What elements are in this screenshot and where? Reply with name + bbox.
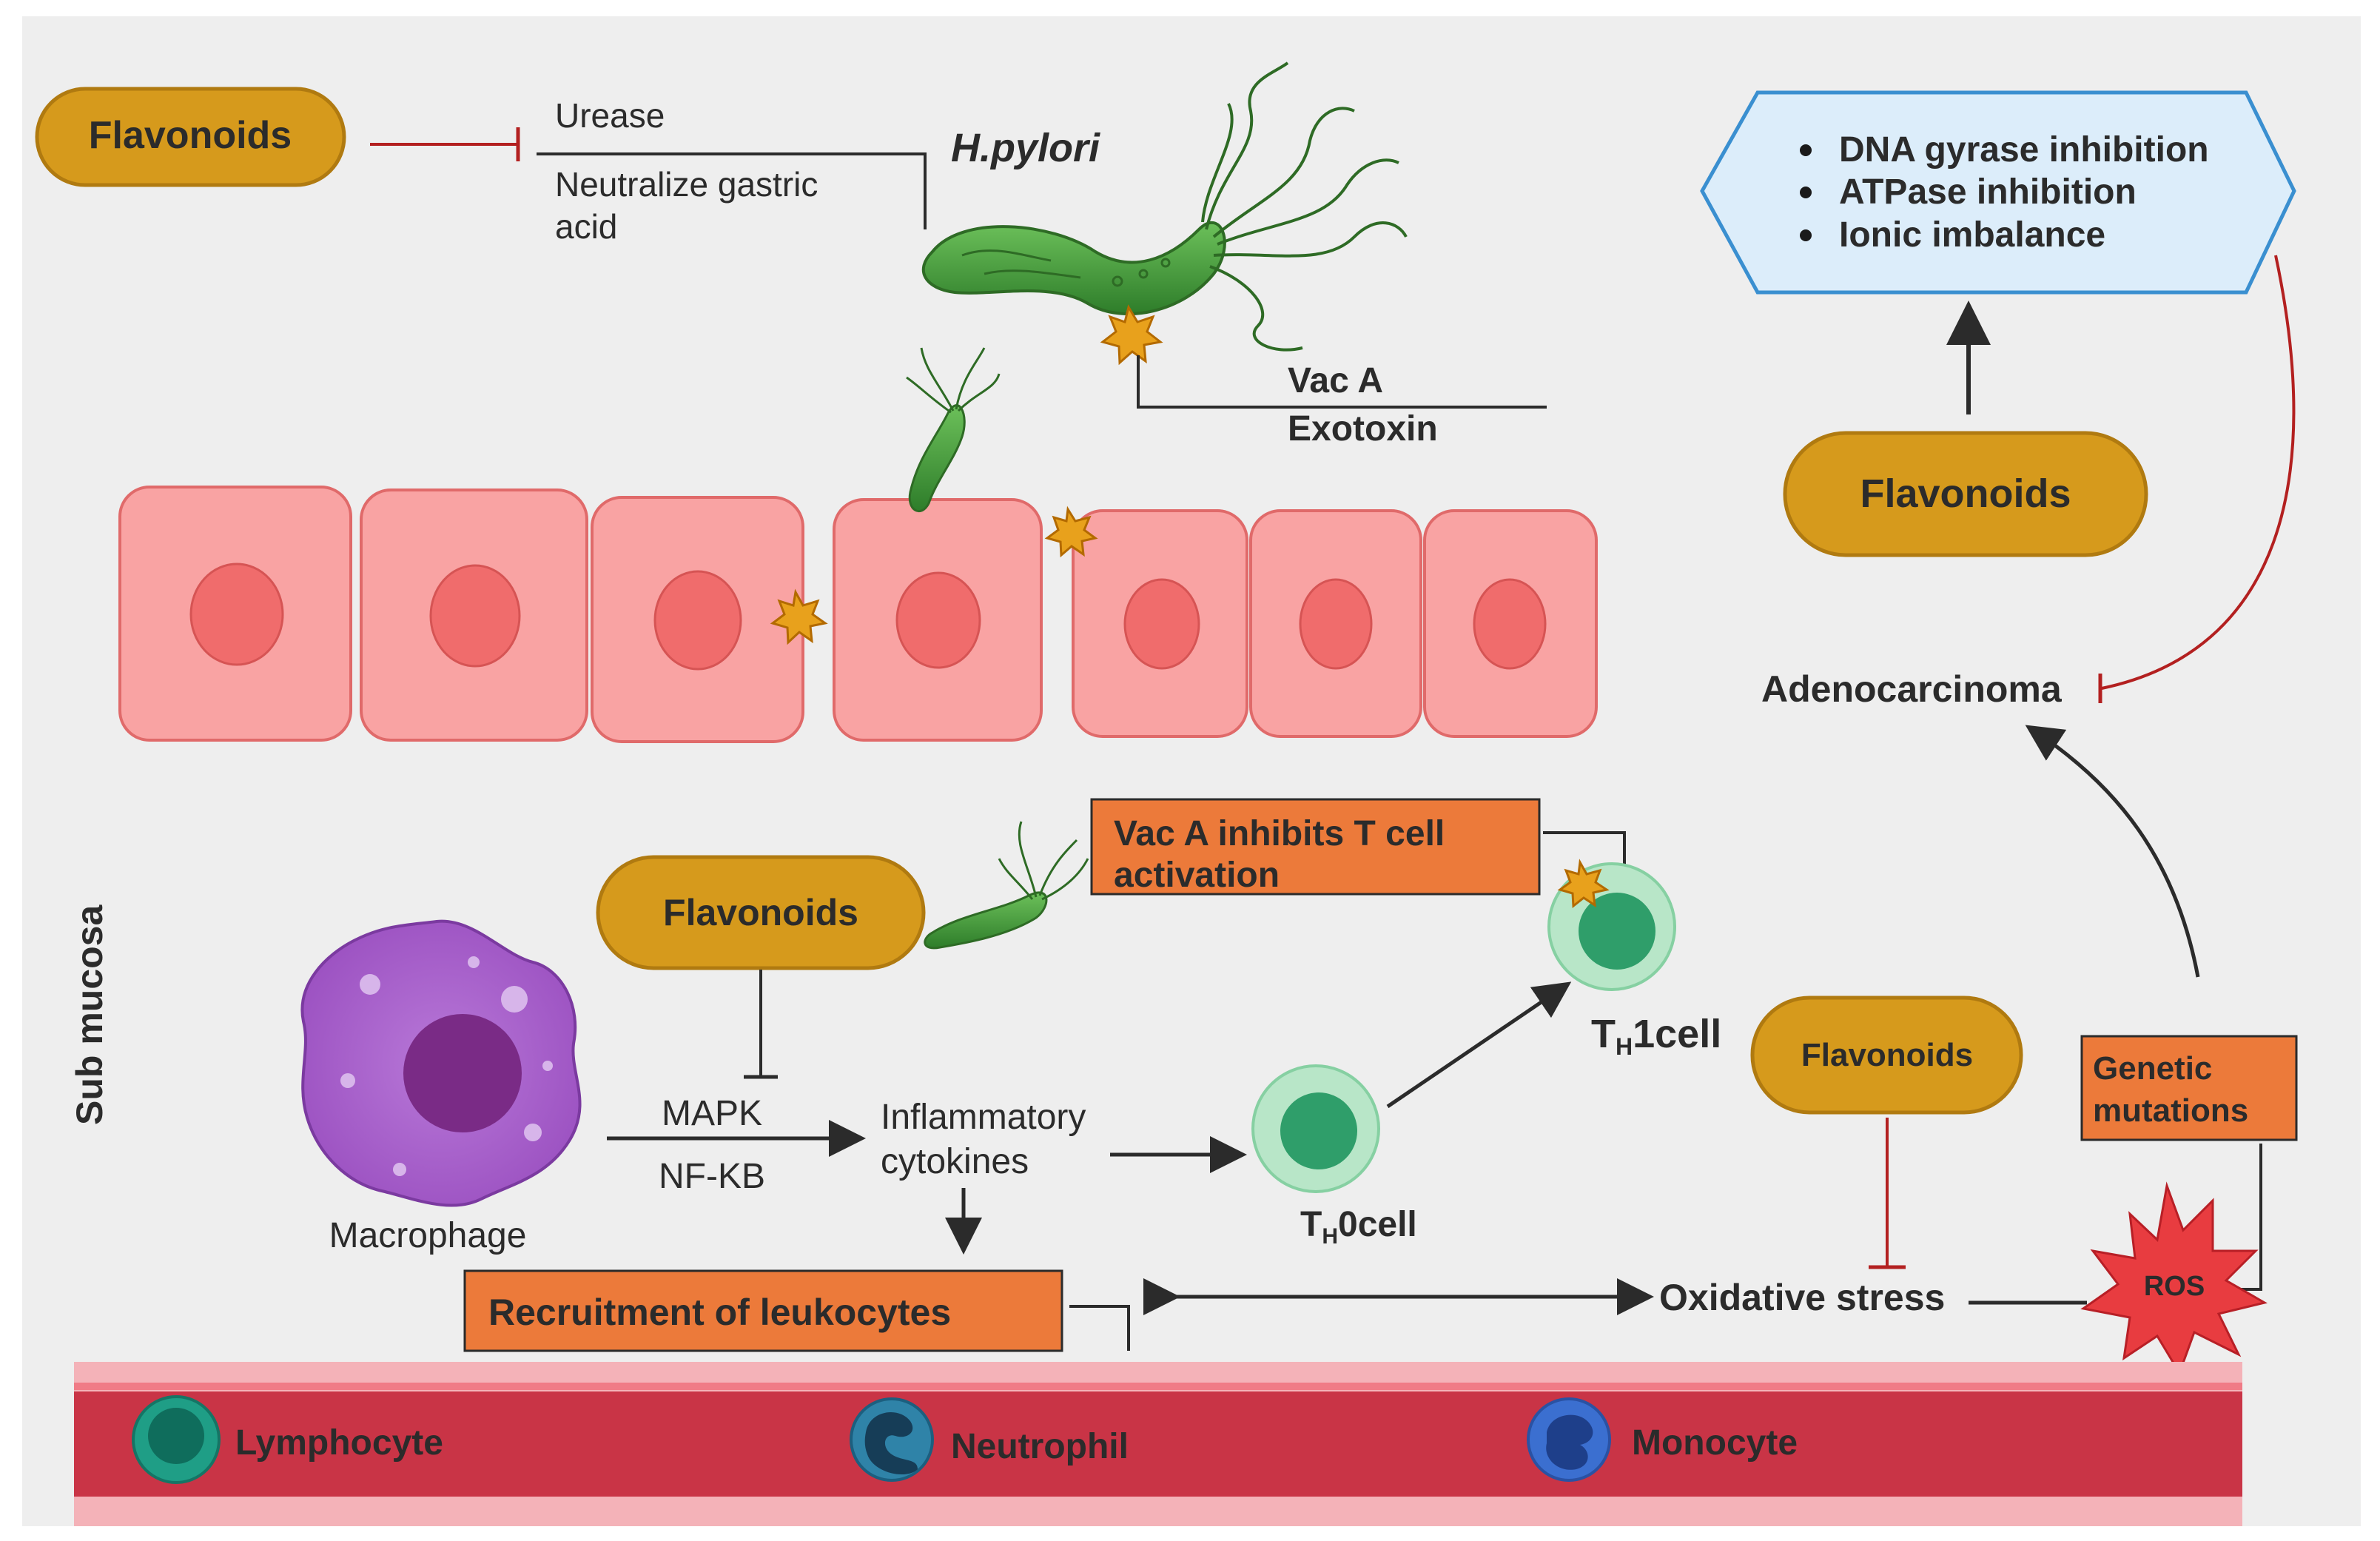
sub-mucosa-label: Sub mucosa <box>69 904 110 1125</box>
bullet-dot <box>1800 187 1812 198</box>
toxin-star-cell <box>770 588 828 645</box>
cytokines-label-line2: cytokines <box>881 1142 1029 1181</box>
th0-sub: H <box>1322 1224 1338 1249</box>
exotoxin-label: Exotoxin <box>1288 409 1438 449</box>
flavonoids-pill-right <box>1783 431 2148 557</box>
flavonoids-pill-lower-right <box>1750 996 2023 1115</box>
cytokines-label-line1: Inflammatory <box>881 1098 1086 1137</box>
vac-a-inhibits-line1: Vac A inhibits T cell <box>1114 814 1445 853</box>
cell-nucleus <box>1123 578 1200 670</box>
recruitment-box <box>463 1269 1063 1352</box>
cell-nucleus <box>1473 578 1547 670</box>
flavonoids-pill-top-left <box>35 87 346 187</box>
cell-nucleus <box>1299 578 1373 670</box>
th1-main: T <box>1591 1012 1616 1056</box>
mechanism-hexagon <box>1700 90 2296 295</box>
macrophage-label: Macrophage <box>329 1216 527 1255</box>
epithelial-layer <box>118 486 1598 743</box>
neutralize-label-line2: acid <box>555 207 617 246</box>
th1-sub: H <box>1616 1033 1633 1060</box>
th0-rest: 0cell <box>1338 1205 1417 1244</box>
urease-bracket <box>537 152 927 229</box>
arrow-mutations-to-adenocarcinoma <box>2025 725 2200 978</box>
monocyte-nucleus <box>1546 1414 1593 1470</box>
adenocarcinoma-label: Adenocarcinoma <box>1761 668 2063 710</box>
mechanism-item: ATPase inhibition <box>1839 172 2137 212</box>
vac-a-label: Vac A <box>1288 361 1383 400</box>
h-pylori-label: H.pylori <box>951 126 1100 170</box>
toxin-star-th1 <box>1557 859 1610 908</box>
mechanism-item: Ionic imbalance <box>1839 215 2105 255</box>
genetic-mutations-line1: Genetic <box>2093 1050 2212 1087</box>
bullet-dot <box>1800 144 1812 156</box>
neutrophil-nucleus <box>864 1412 918 1475</box>
ros-label: ROS <box>2144 1271 2205 1302</box>
toxin-star-cell <box>1044 506 1098 558</box>
vac-a-toxin-star-top <box>1100 304 1163 366</box>
urease-label: Urease <box>555 96 665 135</box>
flavonoids-label-mid: Flavonoids <box>663 892 858 933</box>
bullet-dot <box>1800 229 1812 241</box>
lymphocyte-label: Lymphocyte <box>235 1423 443 1463</box>
neutralize-label-line1: Neutralize gastric <box>555 165 818 204</box>
th0-label: TH0cell <box>1300 1205 1417 1249</box>
oxidative-stress-label: Oxidative stress <box>1659 1277 1945 1318</box>
macrophage-cell <box>300 919 582 1207</box>
h-pylori-bacterium <box>921 61 1408 352</box>
neutrophil-label: Neutrophil <box>951 1427 1129 1466</box>
vac-a-inhibits-bracket <box>1543 831 1626 872</box>
th0-nucleus <box>1280 1092 1357 1169</box>
th1-nucleus <box>1579 893 1655 970</box>
th1-label: TH1cell <box>1591 1012 1721 1060</box>
cell-nucleus <box>895 571 981 669</box>
recruitment-bracket <box>1069 1305 1130 1351</box>
flavonoids-label-top-left: Flavonoids <box>89 114 292 157</box>
th0-main: T <box>1300 1205 1322 1244</box>
flavonoids-label-lower-right: Flavonoids <box>1801 1037 1973 1073</box>
mechanism-item: DNA gyrase inhibition <box>1839 130 2209 169</box>
th1-rest: 1cell <box>1633 1012 1721 1056</box>
mapk-label: MAPK <box>662 1094 762 1133</box>
blood-vessel-lumen <box>74 1391 2242 1497</box>
vac-a-inhibits-line2: activation <box>1114 856 1280 895</box>
vac-a-bracket <box>1137 355 1547 409</box>
inhibit-curve-adenocarcinoma <box>2101 255 2296 690</box>
genetic-mutations-line2: mutations <box>2093 1092 2248 1129</box>
monocyte-label: Monocyte <box>1632 1423 1798 1463</box>
arrow-th0-to-th1 <box>1386 981 1572 1109</box>
lymphocyte-nucleus <box>148 1408 204 1464</box>
cell-nucleus <box>189 563 284 666</box>
small-h-pylori-attached <box>906 347 1001 513</box>
small-h-pylori-mid <box>924 821 1089 950</box>
genetic-mutations-box <box>2080 1035 2298 1141</box>
flavonoids-label-right: Flavonoids <box>1860 471 2071 516</box>
cell-nucleus <box>653 570 742 671</box>
blood-vessel-highlight <box>74 1383 2242 1390</box>
vac-a-inhibits-box <box>1090 798 1541 896</box>
recruitment-label: Recruitment of leukocytes <box>488 1292 951 1333</box>
flavonoids-pill-mid <box>596 855 926 970</box>
cell-nucleus <box>429 564 521 668</box>
nfkb-label: NF-KB <box>659 1157 765 1196</box>
